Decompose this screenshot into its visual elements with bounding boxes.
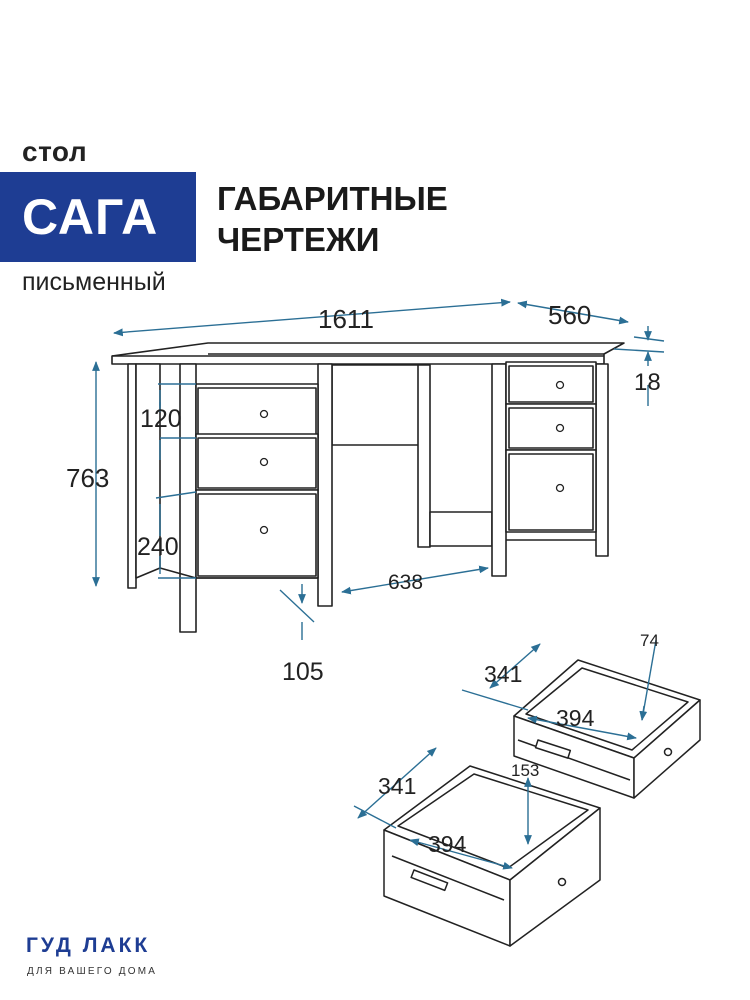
small-drawer-width-line [527,715,637,741]
large-drawer-drawing [383,765,601,947]
small-drawer-height-label: 74 [640,631,659,650]
desk-back-panel [331,364,429,446]
left-front-leg [179,363,197,633]
right-inner-leg [491,363,507,577]
large-drawer-front [509,807,601,947]
knob-icon [555,423,565,433]
product-type-label: стол [22,136,88,167]
product-subtitle: письменный [22,268,166,296]
knob-icon [259,525,269,535]
dim-height-label: 763 [66,463,109,493]
left-inner-leg [317,363,333,607]
desk-outline [111,342,625,633]
small-drawer-drawing [513,659,701,799]
knob-icon [557,877,567,887]
drawer-knobs [259,380,565,535]
knee-space-dimension-line [341,565,489,595]
product-name-banner: САГА [0,172,196,262]
dim-top-thickness-label: 18 [634,369,661,396]
technical-drawing: 1611 560 18 763 120 240 638 105 341 394 … [66,298,701,947]
heading-line-2: ЧЕРТЕЖИ [217,221,380,258]
large-drawer-width-line [409,838,513,870]
dim-small-drawer-label: 120 [140,405,182,433]
knob-icon [663,747,673,757]
knob-icon [259,409,269,419]
product-name: САГА [22,189,159,245]
knob-icon [555,483,565,493]
heading-line-1: ГАБАРИТНЫЕ [217,180,448,217]
dim-knee-space-label: 638 [388,571,423,594]
large-drawer-height-label: 153 [511,761,539,780]
right-front-leg [595,363,609,557]
small-drawer-depth-label: 341 [484,661,522,687]
small-drawer-width-label: 394 [556,705,595,731]
dim-large-drawer-label: 240 [137,533,179,561]
knob-icon [259,457,269,467]
page-heading: ГАБАРИТНЫЕ ЧЕРТЕЖИ [217,178,547,260]
depth-dimension-line [517,300,629,325]
dim-width-label: 1611 [318,304,374,334]
width-dimension-line [113,298,511,337]
brand-logo-tagline: ДЛЯ ВАШЕГО ДОМА [27,966,158,977]
large-drawer-depth-line [357,747,437,819]
brand-logo-name: ГУД ЛАКК [26,934,151,957]
knob-icon [555,380,565,390]
large-drawer-depth-label: 341 [378,773,416,799]
dim-depth-label: 560 [548,300,591,330]
dim-leg-offset-label: 105 [282,658,324,686]
small-drawer-depth-line [489,643,541,689]
large-drawer-width-label: 394 [428,831,467,857]
left-back-leg [127,363,137,589]
